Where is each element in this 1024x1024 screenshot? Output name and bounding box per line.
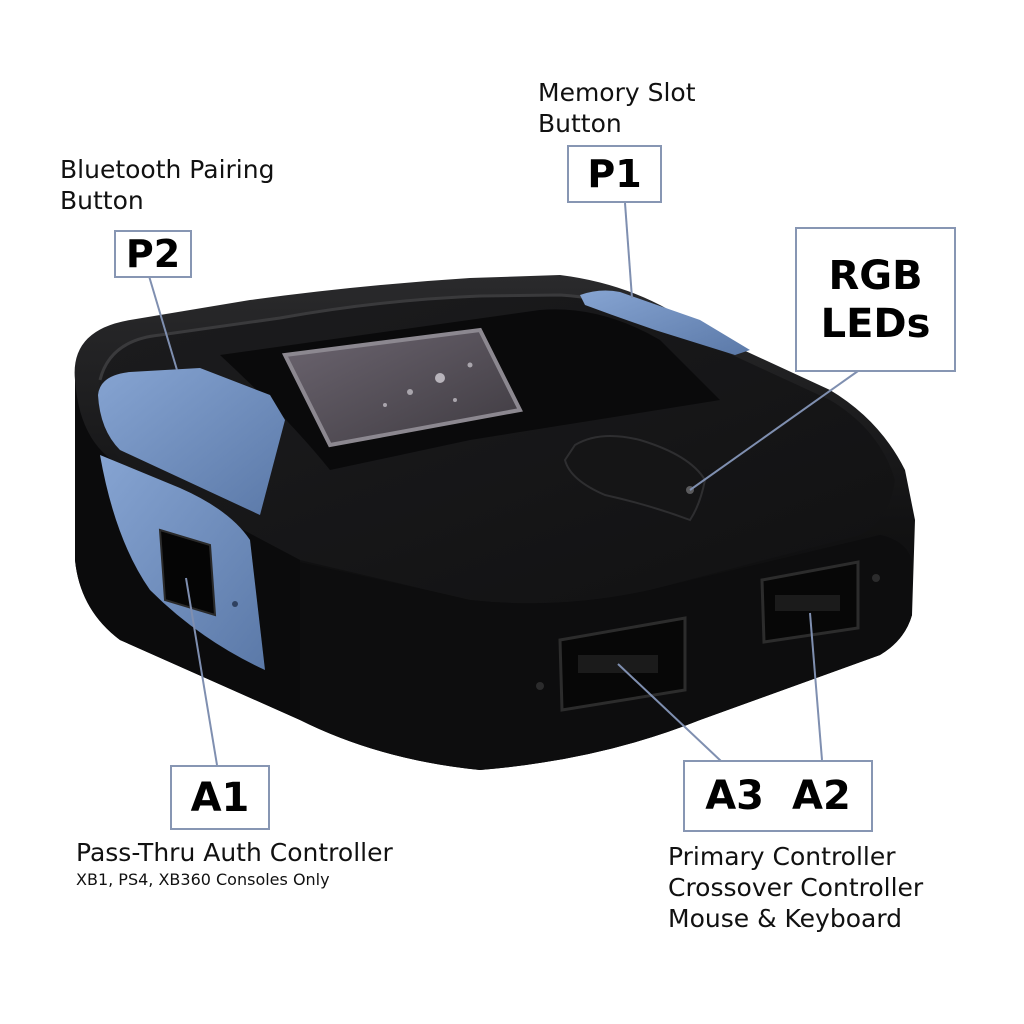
- p1-label: Memory Slot Button: [538, 77, 696, 139]
- p2-tag: P2: [114, 230, 192, 278]
- a1-code: A1: [190, 774, 250, 821]
- a2-code: A2: [792, 773, 851, 819]
- a3-a2-label: Primary Controller Crossover Controller …: [668, 841, 923, 934]
- a3-a2-tag: A3 A2: [683, 760, 873, 832]
- a3-a2-label-line-1: Primary Controller: [668, 842, 896, 871]
- p1-tag: P1: [567, 145, 662, 203]
- a1-tag: A1: [170, 765, 270, 830]
- rgb-code-line-1: RGB: [828, 252, 923, 299]
- rgb-leds-tag: RGB LEDs: [795, 227, 956, 372]
- a3-a2-label-line-2: Crossover Controller: [668, 873, 924, 902]
- rgb-code-line-2: LEDs: [820, 300, 931, 347]
- p2-label: Bluetooth Pairing Button: [60, 154, 274, 216]
- a1-sublabel: XB1, PS4, XB360 Consoles Only: [76, 870, 330, 889]
- leader-lines: [148, 202, 859, 766]
- p2-label-line-2: Button: [60, 186, 144, 215]
- p2-code: P2: [125, 232, 181, 276]
- a3-code: A3: [705, 773, 764, 819]
- p2-label-line-1: Bluetooth Pairing: [60, 155, 275, 184]
- p1-label-line-1: Memory Slot: [538, 78, 696, 107]
- p1-label-line-2: Button: [538, 109, 622, 138]
- a3-a2-label-line-3: Mouse & Keyboard: [668, 904, 903, 933]
- p1-code: P1: [587, 152, 642, 196]
- usb-ports: [158, 528, 880, 712]
- a1-label: Pass-Thru Auth Controller: [76, 838, 393, 867]
- device-body: [74, 275, 916, 770]
